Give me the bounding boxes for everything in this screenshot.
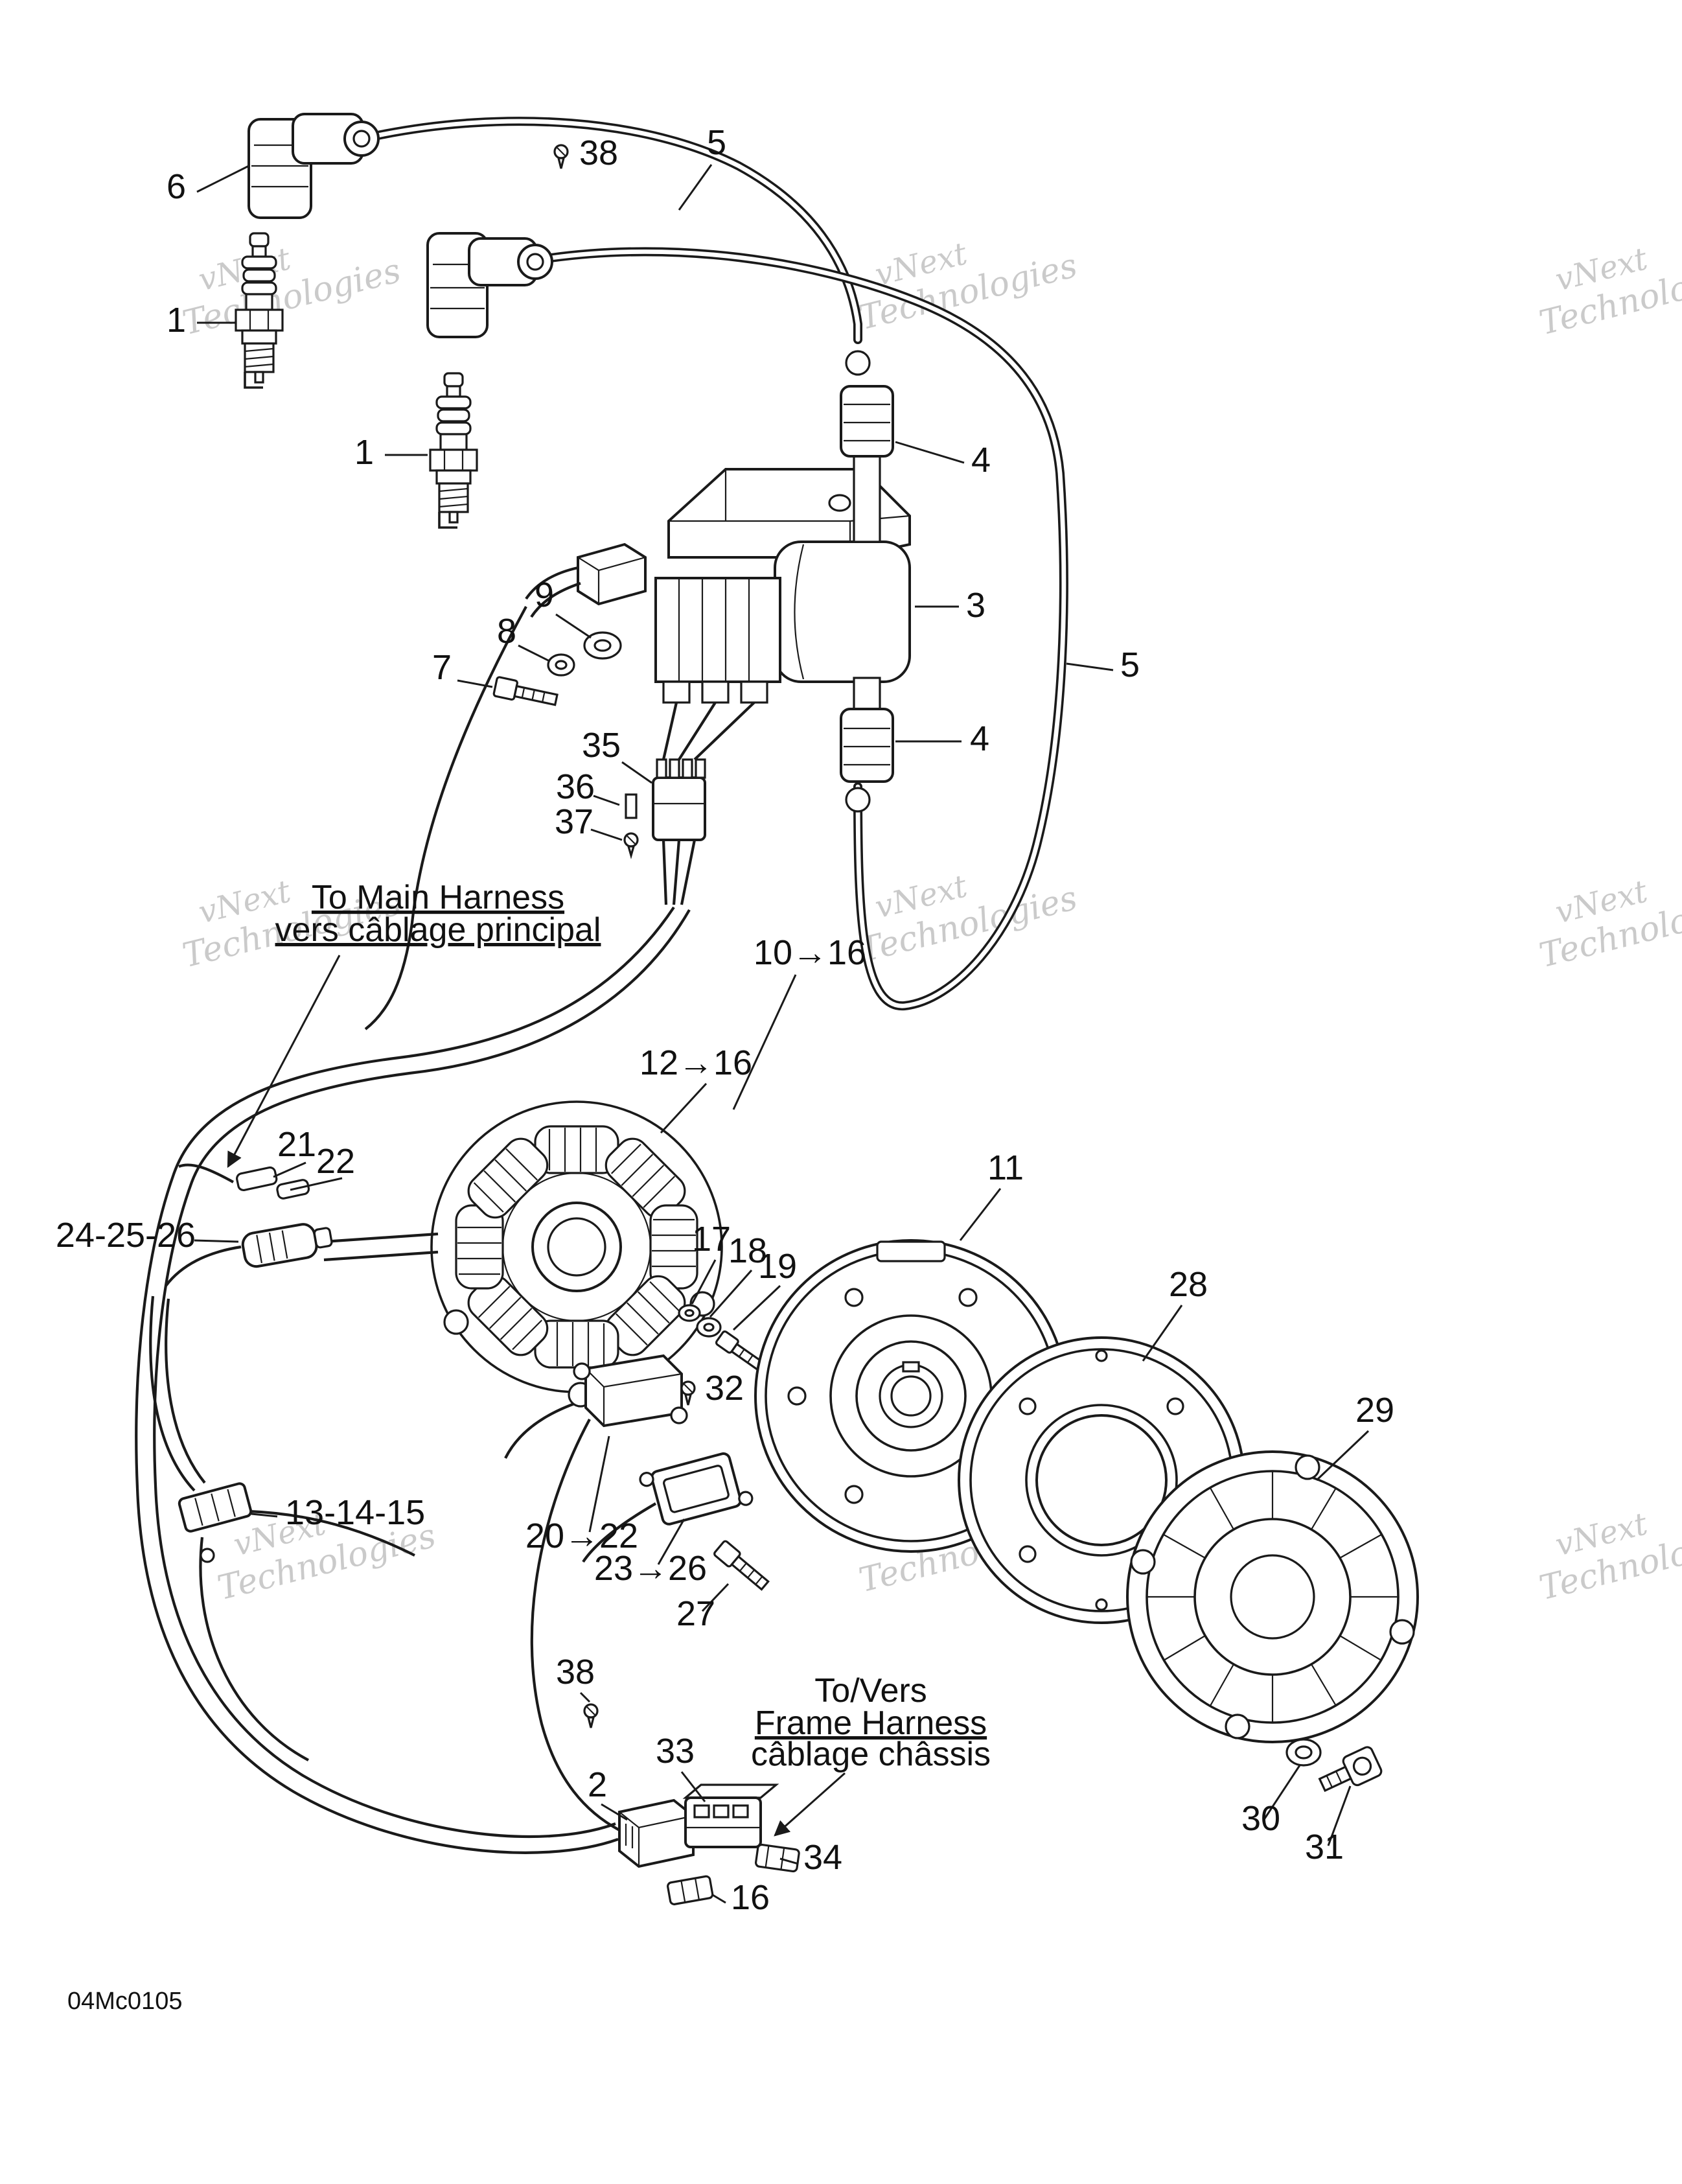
callout-6: 6 (167, 167, 186, 206)
ignition-coil-assembly (654, 455, 911, 713)
spark-plug-lower (429, 372, 478, 529)
coil-connector-plug (525, 542, 647, 618)
screw-38-top (553, 144, 569, 170)
watermark (846, 842, 1081, 971)
callout-1-lower: 1 (354, 433, 374, 472)
callout-27: 27 (676, 1594, 715, 1633)
note-frame-harness-prefix: To/Vers (814, 1672, 927, 1710)
regulator-module (639, 1452, 754, 1526)
watermark (846, 210, 1081, 338)
callout-38-bottom: 38 (556, 1653, 595, 1691)
callout-28: 28 (1169, 1265, 1208, 1304)
callout-4-bottom: 4 (970, 719, 989, 758)
callout-7: 7 (432, 648, 452, 687)
callout-35: 35 (582, 726, 621, 765)
hardware-17-18-19 (678, 1304, 766, 1373)
hardware-bolt-washers (492, 631, 622, 706)
callout-12-16: 12→16 (639, 1043, 752, 1082)
spark-plug-wire-top (370, 117, 862, 344)
bolt-7 (492, 676, 559, 706)
fuse-34 (754, 1843, 800, 1873)
watermark (1526, 848, 1682, 976)
connector-35-group (623, 758, 706, 859)
leader-lines (194, 164, 1370, 1904)
drawing-code: 04Mc0105 (67, 1988, 182, 2015)
callout-21: 21 (277, 1125, 316, 1164)
callout-36: 36 (556, 767, 595, 806)
spark-plug-upper (235, 232, 284, 389)
callout-17: 17 (692, 1220, 731, 1259)
coil-boot-bottom (840, 708, 894, 813)
callout-19: 19 (758, 1247, 797, 1286)
callout-34: 34 (803, 1838, 842, 1877)
note-frame-harness-fr: câblage châssis (751, 1736, 991, 1773)
callout-3: 3 (966, 586, 985, 625)
watermark (1526, 1480, 1682, 1609)
connector-24-25-26 (241, 1223, 333, 1268)
callout-29: 29 (1355, 1391, 1394, 1430)
callout-37: 37 (555, 802, 593, 841)
callout-32: 32 (705, 1369, 744, 1408)
callout-24-25-26: 24-25-26 (56, 1216, 196, 1255)
connector-2 (618, 1798, 695, 1868)
callout-30: 30 (1241, 1799, 1280, 1838)
note-frame-harness-en: Frame Harness (755, 1704, 987, 1742)
watermark (170, 215, 405, 343)
callout-18: 18 (728, 1231, 767, 1270)
bolt-31 (1318, 1746, 1383, 1793)
coil-boot-top (840, 350, 894, 458)
magneto-housing (1126, 1450, 1419, 1743)
callout-33: 33 (656, 1732, 695, 1771)
callout-9: 9 (535, 575, 554, 614)
callout-23-26: 23→26 (594, 1549, 707, 1588)
note-main-harness-fr: vers câblage principal (275, 911, 601, 949)
callout-2: 2 (588, 1765, 607, 1804)
screw-37 (623, 832, 639, 859)
callout-5-right: 5 (1120, 645, 1140, 684)
callout-16: 16 (731, 1878, 770, 1917)
callout-13-14-15: 13-14-15 (285, 1493, 425, 1532)
harness-notes: To Main Harness vers câblage principal T… (275, 879, 991, 1773)
screw-38-bottom (583, 1703, 599, 1729)
callout-5-top: 5 (707, 123, 726, 162)
main-harness-wires (135, 605, 755, 1854)
bolt-32-icon (680, 1380, 696, 1406)
callout-11: 11 (987, 1148, 1024, 1187)
stator-assembly (430, 1100, 723, 1408)
connector-13-14-15 (178, 1482, 253, 1563)
callout-labels: 6 38 5 1 1 4 3 9 8 7 5 4 35 36 37 10→16 … (56, 123, 1394, 1917)
callout-1-upper: 1 (167, 301, 186, 340)
spark-plug-wire-loop (546, 247, 1068, 1011)
lock-tab-36 (625, 793, 638, 819)
callout-8: 8 (497, 612, 516, 651)
connectors-21-22 (236, 1166, 310, 1200)
spark-plug-boot-left (248, 113, 380, 219)
spark-plug-boot-right (426, 232, 553, 338)
callout-20-22: 20→22 (525, 1516, 638, 1555)
part-16 (667, 1875, 714, 1905)
washer-30 (1285, 1738, 1322, 1767)
callout-10-16: 10→16 (754, 933, 866, 972)
note-main-harness-en: To Main Harness (312, 879, 564, 916)
callout-22: 22 (316, 1142, 355, 1181)
callout-31: 31 (1305, 1828, 1344, 1866)
bolt-27 (713, 1540, 770, 1591)
callout-4-top: 4 (971, 441, 991, 480)
connector-33 (682, 1783, 779, 1848)
trigger-module (573, 1354, 688, 1428)
watermark (1526, 215, 1682, 343)
callout-38-top: 38 (579, 134, 618, 172)
